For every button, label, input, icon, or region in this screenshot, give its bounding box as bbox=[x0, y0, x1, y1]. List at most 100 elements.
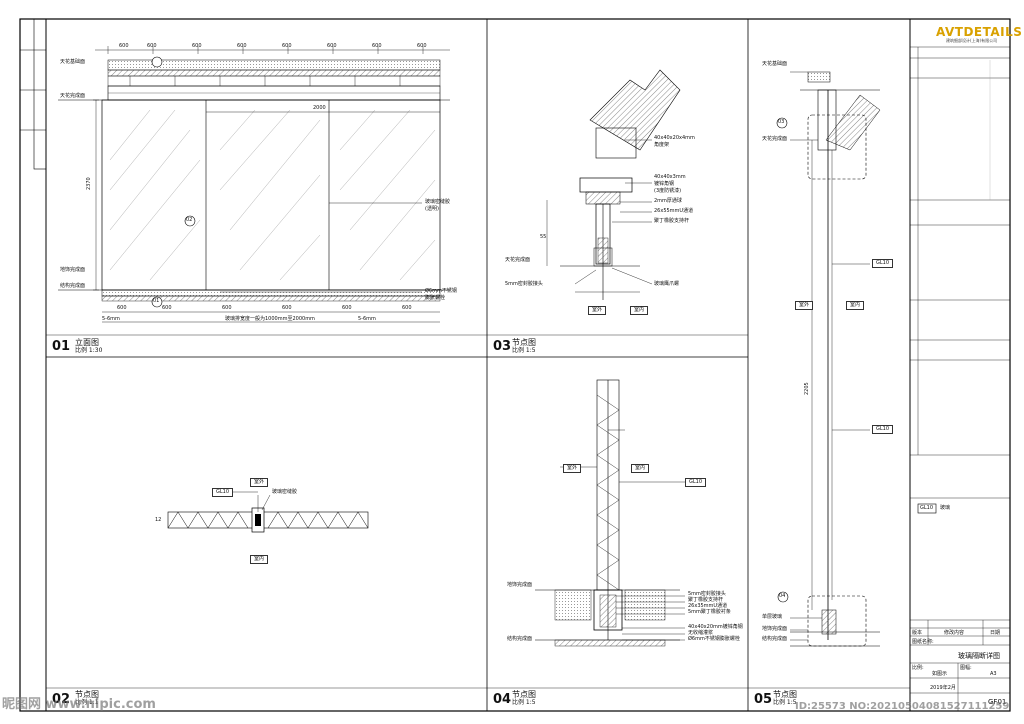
dim-bottom-4: 600 bbox=[282, 305, 292, 311]
dim-gap-left: 5-6mm bbox=[102, 316, 120, 322]
view-02-number: 02 bbox=[52, 692, 71, 707]
detail05-glass-single: 单层玻璃 bbox=[762, 614, 783, 620]
view-01-title: 立面图 bbox=[75, 338, 99, 347]
detail03-c3: 2mm厚通球 bbox=[654, 198, 682, 204]
detail05-indoor: 室内 bbox=[846, 301, 865, 310]
dim-height: 2370 bbox=[86, 177, 92, 190]
sheet-number: GF01 bbox=[988, 698, 1007, 706]
detail02-tag: GL10 bbox=[212, 488, 234, 497]
detail05-tag2: GL10 bbox=[872, 425, 894, 434]
detail05-ceiling-base: 天花基础面 bbox=[762, 61, 788, 67]
callout-glass-gap-sub: (透明) bbox=[425, 206, 439, 212]
date-value: 2019年2月 bbox=[930, 685, 956, 691]
scale-value: 如图示 bbox=[932, 671, 948, 677]
view-04-scale: 比例 1:5 bbox=[512, 699, 536, 706]
logo-subtitle: 建筑细部设计(上海)有限公司 bbox=[946, 38, 998, 43]
dim-top-5: 600 bbox=[327, 43, 337, 49]
detail05-mark-04: 04 bbox=[779, 593, 786, 599]
rev-col-date: 日期 bbox=[990, 630, 1001, 636]
dim-bottom-5: 600 bbox=[342, 305, 352, 311]
detail05-tag1: GL10 bbox=[872, 259, 894, 268]
dim-gap-right: 5-6mm bbox=[358, 316, 376, 322]
detail05-height: 2205 bbox=[804, 382, 810, 395]
paper-label: 图幅: bbox=[960, 665, 972, 671]
watermark-right: ID:25573 NO:20210504081527111259 bbox=[795, 701, 1010, 712]
label-floor-finish: 地饰完成面 bbox=[60, 267, 86, 273]
legend-label: 玻璃 bbox=[940, 505, 951, 511]
detail02-indoor: 室内 bbox=[250, 555, 269, 564]
detail02-outdoor: 室外 bbox=[250, 478, 269, 487]
detail03-c1b: 角度架 bbox=[654, 142, 670, 148]
detail03-c7: 玻璃鹰爪螺 bbox=[654, 281, 680, 287]
view-01-number: 01 bbox=[52, 339, 71, 354]
detail05-floor-finish: 地饰完成面 bbox=[762, 626, 788, 632]
detail02-callout: 玻璃密缝胶 bbox=[272, 489, 298, 495]
dim-span: 2000 bbox=[313, 105, 326, 111]
watermark-left: 昵图网 www.nipic.com bbox=[2, 697, 156, 712]
view-05-number: 05 bbox=[754, 692, 773, 707]
detail03-dim: 55 bbox=[540, 234, 547, 240]
view-04-number: 04 bbox=[493, 692, 512, 707]
detail04-c6: 无收缩灌浆 bbox=[688, 630, 714, 636]
view-05-title: 节点图 bbox=[773, 690, 797, 699]
detail03-c5: 聚丁橡胶支持杆 bbox=[654, 218, 690, 224]
view-05-scale: 比例 1:5 bbox=[773, 699, 797, 706]
detail04-c5: 40x40x20mm镀锌角钢 bbox=[688, 624, 743, 630]
marker-01: 01 bbox=[153, 298, 160, 304]
callout-steel: Ø6mm不锈钢 bbox=[425, 288, 457, 294]
label-floor-base: 结构完成面 bbox=[60, 283, 86, 289]
dim-top-6: 600 bbox=[372, 43, 382, 49]
detail03-indoor: 室内 bbox=[630, 306, 649, 315]
dim-top-7: 600 bbox=[417, 43, 427, 49]
view-03-title: 节点图 bbox=[512, 338, 536, 347]
detail04-floor-base: 结构完成面 bbox=[507, 636, 533, 642]
dim-top-2: 600 bbox=[192, 43, 202, 49]
detail03-ceiling: 天花完成面 bbox=[505, 257, 531, 263]
dim-top-3: 600 bbox=[237, 43, 247, 49]
dim-bottom-2: 600 bbox=[162, 305, 172, 311]
view-03-scale: 比例 1:5 bbox=[512, 347, 536, 354]
dim-bottom-note: 玻璃排宽度一般为1000mm至2000mm bbox=[225, 316, 315, 322]
paper-value: A3 bbox=[990, 671, 997, 677]
rev-col-content: 修改内容 bbox=[944, 630, 965, 636]
drawing-name-label: 图纸名称: bbox=[912, 639, 934, 645]
detail05-outdoor: 室外 bbox=[795, 301, 814, 310]
detail04-c1: 5mm密封胶接头 bbox=[688, 591, 726, 597]
detail04-c7: Ø6mm不锈钢膨胀螺栓 bbox=[688, 636, 740, 642]
dim-top-8: 600 bbox=[119, 43, 129, 49]
logo-wordmark: AVTDETAILS bbox=[936, 25, 1023, 39]
view-02-scale: 比例 1:1 bbox=[75, 699, 99, 706]
detail03-c6: 5mm密封胶接头 bbox=[505, 281, 543, 287]
dim-top-1: 600 bbox=[147, 43, 157, 49]
view-02-title: 节点图 bbox=[75, 690, 99, 699]
view-04-title: 节点图 bbox=[512, 690, 536, 699]
view-03-number: 03 bbox=[493, 339, 512, 354]
scale-label: 比例: bbox=[912, 665, 924, 671]
dim-bottom-6: 600 bbox=[402, 305, 412, 311]
detail05-floor-base: 结构完成面 bbox=[762, 636, 788, 642]
detail04-tag: GL10 bbox=[685, 478, 707, 487]
dim-top-4: 600 bbox=[282, 43, 292, 49]
dim-bottom-1: 600 bbox=[117, 305, 127, 311]
detail04-indoor: 室内 bbox=[631, 464, 650, 473]
detail03-outdoor: 室外 bbox=[588, 306, 607, 315]
label-ceiling-base: 天花基础面 bbox=[60, 59, 86, 65]
detail03-c2b: 镀锌角钢 bbox=[654, 181, 675, 187]
detail04-floor-finish: 地饰完成面 bbox=[507, 582, 533, 588]
detail03-c2c: (3度防锈漆) bbox=[654, 188, 682, 194]
detail05-mark-03: 03 bbox=[778, 119, 785, 125]
detail03-c2: 40x40x3mm bbox=[654, 174, 686, 180]
view-01-scale: 比例 1:30 bbox=[75, 347, 103, 354]
detail04-c3: 26x35mmU通道 bbox=[688, 603, 728, 609]
detail03-c4: 26x55mmU通道 bbox=[654, 208, 694, 214]
drawing-name: 玻璃隔断详图 bbox=[958, 652, 1000, 660]
rev-col-version: 版本 bbox=[912, 630, 923, 636]
detail05-ceiling-finish: 天花完成面 bbox=[762, 136, 788, 142]
marker-02: 02 bbox=[186, 217, 193, 223]
detail03-c1: 40x40x20x4mm bbox=[654, 135, 695, 141]
detail04-outdoor: 室外 bbox=[563, 464, 582, 473]
detail04-c2: 聚丁橡胶支持杆 bbox=[688, 597, 724, 603]
label-ceiling-finish: 天花完成面 bbox=[60, 93, 86, 99]
